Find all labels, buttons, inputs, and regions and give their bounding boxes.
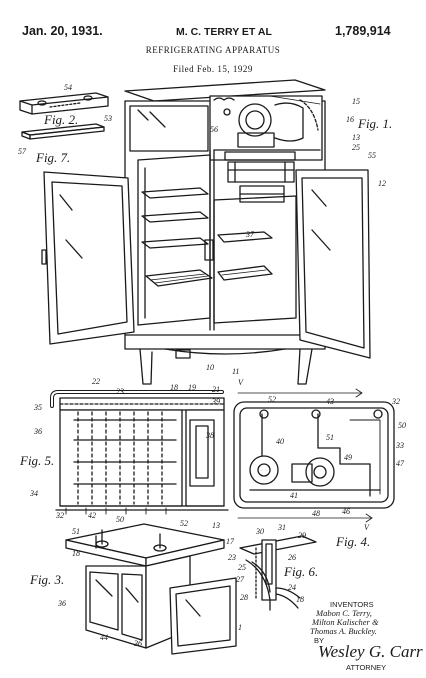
ref-numeral: 33 (395, 441, 404, 450)
ref-numeral: 42 (88, 511, 96, 520)
filed-date: Filed Feb. 15, 1929 (173, 64, 253, 74)
ref-numeral: 13 (212, 521, 220, 530)
ref-numeral: 34 (29, 489, 38, 498)
inventor-name: Milton Kalischer & (312, 617, 379, 627)
ref-numeral: 29 (298, 531, 306, 540)
ref-numeral: 56 (210, 125, 218, 134)
ref-numeral: 44 (100, 633, 108, 642)
ref-numeral: 26 (288, 553, 296, 562)
ref-numeral: 38 (205, 431, 214, 440)
fig2-drawing (19, 92, 109, 115)
ref-numeral: 1 (238, 623, 242, 632)
ref-numeral: 36 (57, 599, 66, 608)
ref-numeral: 15 (352, 97, 360, 106)
ref-numeral: 32 (391, 397, 400, 406)
fig3-drawing (65, 523, 237, 655)
ref-numeral: 51 (326, 433, 334, 442)
ref-numeral: 43 (326, 397, 334, 406)
ref-numeral: 28 (240, 593, 248, 602)
ref-numeral: 18 (296, 595, 304, 604)
ref-numeral: 55 (368, 151, 376, 160)
ref-numeral: 50 (116, 515, 124, 524)
patent-number: 1,789,914 (335, 24, 391, 38)
ref-numeral: 25 (238, 563, 246, 572)
ref-numeral: 12 (378, 179, 386, 188)
fig7-label: Fig. 7. (35, 150, 70, 165)
ref-numeral: 18 (72, 549, 80, 558)
attorney-signature: Wesley G. Carr (318, 642, 423, 661)
fig4-label: Fig. 4. (335, 534, 370, 549)
ref-numeral: 21 (212, 385, 220, 394)
ref-numeral: 50 (398, 421, 406, 430)
ref-numeral: 23 (228, 553, 236, 562)
ref-numeral: 25 (352, 143, 360, 152)
ref-numeral: 24 (288, 583, 296, 592)
ref-numeral: 57 (18, 147, 27, 156)
ref-numeral: 17 (226, 537, 235, 546)
ref-numeral: 23 (116, 387, 124, 396)
ref-numeral: 48 (312, 509, 320, 518)
fig5-drawing (50, 390, 229, 515)
ref-numeral: 16 (346, 115, 354, 124)
ref-numeral: V (364, 523, 370, 532)
inventors-caption: INVENTORS (330, 600, 374, 609)
inventor-name: Mabon C. Terry, (316, 608, 372, 618)
ref-numeral: 49 (344, 453, 352, 462)
ref-numeral: 31 (277, 523, 286, 532)
ref-numeral: 13 (352, 133, 360, 142)
ref-numeral: 18 (170, 383, 178, 392)
inventor-header: M. C. TERRY ET AL (176, 26, 272, 38)
ref-numeral: 37 (245, 230, 255, 239)
inventors-block: INVENTORS Mabon C. Terry, Milton Kalisch… (310, 600, 422, 645)
ref-numeral: 47 (396, 459, 405, 468)
ref-numeral: 27 (236, 575, 245, 584)
fig3-label: Fig. 3. (29, 572, 64, 587)
fig5-label: Fig. 5. (19, 453, 54, 468)
attorney-caption: ATTORNEY (346, 663, 387, 672)
ref-numeral: 53 (104, 114, 112, 123)
ref-numeral: 52 (268, 395, 276, 404)
ref-numeral: 41 (290, 491, 298, 500)
ref-numeral: 46 (342, 507, 350, 516)
ref-numeral: 19 (188, 383, 196, 392)
fig4-drawing (233, 388, 395, 523)
by-label: BY (314, 636, 325, 645)
ref-numeral: 51 (72, 527, 80, 536)
ref-numeral: 35 (33, 403, 42, 412)
fig1-drawing (41, 79, 371, 385)
fig6-label: Fig. 6. (283, 564, 318, 579)
ref-numeral: 36 (33, 427, 42, 436)
inventor-name: Thomas A. Buckley. (310, 626, 377, 636)
fig7-drawing (21, 123, 105, 140)
ref-numeral: 39 (211, 397, 220, 406)
ref-numeral: 30 (255, 527, 264, 536)
ref-numeral: 11 (232, 367, 239, 376)
ref-numeral: V (238, 378, 244, 387)
fig2-label: Fig. 2. (43, 112, 78, 127)
fig1-label: Fig. 1. (357, 116, 392, 131)
patent-date: Jan. 20, 1931. (22, 24, 103, 38)
ref-numeral: 52 (180, 519, 188, 528)
ref-numeral: 32 (55, 511, 64, 520)
patent-title: REFRIGERATING APPARATUS (145, 45, 281, 55)
ref-numeral: 10 (206, 363, 214, 372)
ref-numeral: 22 (92, 377, 100, 386)
ref-numeral: 54 (64, 83, 72, 92)
ref-numeral: 40 (276, 437, 284, 446)
fig6-drawing (239, 535, 317, 611)
ref-numeral: 36 (133, 639, 142, 648)
